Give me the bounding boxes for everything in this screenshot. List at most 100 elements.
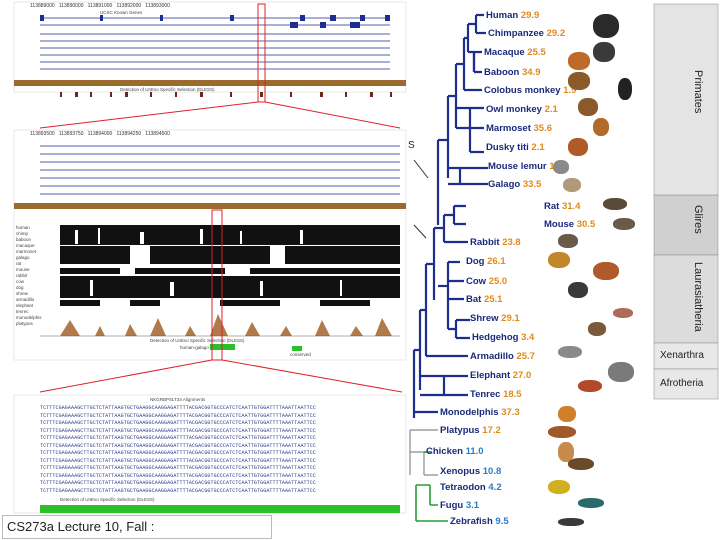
species-value: 18.5	[503, 389, 522, 400]
species-value: 30.5	[576, 219, 596, 230]
animal-illustration-icon	[563, 178, 581, 192]
sequence-alignment: TCTTTCGAGAAAGCTTGCTCTATTAAGTGCTGAAGGCAAG…	[40, 405, 406, 495]
animal-illustration-icon	[578, 98, 598, 116]
species-label-zebrafish: Zebrafish 9.5	[450, 516, 509, 527]
species-name: Rabbit	[470, 237, 500, 248]
browser-graphics	[13, 1, 407, 514]
animal-illustration-icon	[548, 480, 570, 494]
species-label-dusky-titi: Dusky titi 2.1	[486, 142, 545, 153]
species-label-owl-monkey: Owl monkey 2.1	[486, 104, 558, 115]
species-label-fugu: Fugu 3.1	[440, 500, 479, 511]
species-value: 34.9	[522, 67, 541, 78]
species-name: Bat	[466, 294, 482, 305]
species-value: 33.5	[522, 179, 542, 190]
species-label-chimpanzee: Chimpanzee 29.2	[488, 28, 565, 39]
species-label-dog: Dog 26.1	[466, 256, 506, 267]
species-value: 25.7	[516, 351, 535, 362]
browser-species-row: marmoset	[16, 249, 37, 254]
species-label-hedgehog: Hedgehog 3.4	[472, 332, 534, 343]
dless-label-mid: Detection of UnEvo Specific Selection (D…	[150, 338, 245, 343]
top-ruler: 113889000 113890000 113891000 113892000 …	[30, 3, 170, 9]
alignment-label: NKGRBPSLT34 Alignments	[150, 397, 206, 402]
species-value: 29.1	[501, 313, 520, 324]
species-name: Mouse lemur	[488, 161, 547, 172]
species-label-colobus-monkey: Colobus monkey 1.9	[484, 85, 576, 96]
animal-illustration-icon	[593, 14, 619, 38]
browser-species-row: galago	[16, 255, 30, 260]
animal-illustration-icon	[553, 160, 569, 174]
animal-illustration-icon	[558, 442, 574, 462]
species-value: 25.1	[483, 294, 503, 305]
human-galago-label: human-galago	[180, 345, 209, 350]
species-name: Monodelphis	[440, 407, 499, 418]
species-label-mouse-lemur: Mouse lemur 1.6	[488, 161, 562, 172]
clade-afrotheria: Afrotheria	[660, 378, 704, 389]
species-label-rabbit: Rabbit 23.8	[470, 237, 521, 248]
species-name: Dusky titi	[486, 142, 529, 153]
species-value: 35.6	[533, 123, 553, 134]
sequence-row: TCTTTCGAGAAAGCTTGCTCTATTAAGTGCTGAAGGCAAG…	[40, 442, 316, 449]
species-name: Chimpanzee	[488, 28, 544, 39]
species-value: 2.1	[531, 142, 545, 153]
species-label-chicken: Chicken 11.0	[426, 446, 484, 457]
browser-species-row: rabbit	[16, 273, 28, 278]
species-value: 27.0	[512, 370, 532, 381]
species-name: Elephant	[470, 370, 511, 381]
animal-illustration-icon	[603, 198, 627, 210]
species-name: Zebrafish	[450, 516, 493, 527]
browser-species-row: chimp	[16, 231, 29, 236]
species-name: Cow	[466, 276, 487, 287]
species-value: 31.4	[561, 201, 581, 212]
animal-illustration-icon	[578, 498, 604, 508]
species-name: Armadillo	[470, 351, 514, 362]
species-label-rat: Rat 31.4	[544, 201, 580, 212]
species-value: 3.1	[465, 500, 480, 511]
lecture-caption: CS273a Lecture 10, Fall :	[2, 515, 272, 539]
browser-species-row: tenrec	[16, 309, 29, 314]
species-name: Marmoset	[486, 123, 531, 134]
clade-glires: Glires	[692, 205, 704, 234]
animal-illustration-icon	[593, 42, 615, 62]
animal-illustration-icon	[558, 234, 578, 248]
sequence-row: TCTTTCGAGAAAGCTTGCTCTATTAAGTGCTGAAGGCAAG…	[40, 472, 316, 479]
browser-species-row: human	[16, 225, 30, 230]
species-value: 29.9	[520, 10, 540, 21]
browser-species-row: shrew	[16, 291, 29, 296]
genome-browser-panel: 113889000 113890000 113891000 113892000 …	[2, 1, 407, 539]
animal-illustration-icon	[593, 262, 619, 280]
conserved-label: conserved	[290, 352, 311, 357]
dless-label-top: Detection of UnEvo Specific Selection (D…	[120, 87, 215, 92]
browser-species-row: monodelphis	[16, 315, 42, 320]
clade-laurasiatheria: Laurasiatheria	[692, 262, 704, 332]
species-label-elephant: Elephant 27.0	[470, 370, 531, 381]
marker-s: S	[408, 140, 415, 151]
animal-illustration-icon	[613, 308, 633, 318]
species-name: Macaque	[484, 47, 525, 58]
species-name: Mouse	[544, 219, 575, 230]
species-label-xenopus: Xenopus 10.8	[440, 466, 501, 477]
animal-illustration-icon	[548, 426, 576, 438]
species-label-tetraodon: Tetraodon 4.2	[440, 482, 502, 493]
species-name: Tenrec	[470, 389, 501, 400]
species-name: Owl monkey	[486, 104, 542, 115]
browser-species-row: elephant	[16, 303, 34, 308]
sequence-row: TCTTTCGAGAAAGCTTGCTCTATTAAGTGCTGAAGGCAAG…	[40, 405, 316, 411]
gene-track-label: UCSC Known Genes	[100, 10, 143, 15]
tree-branches	[409, 3, 719, 522]
sequence-row: TCTTTCGAGAAAGCTTGCTCTATTAAGTGCTGAAGGCAAG…	[40, 487, 316, 494]
species-name: Tetraodon	[440, 482, 486, 493]
species-name: Galago	[488, 179, 521, 190]
sequence-row: TCTTTCGAGAAAGCTTGCTCTATTAAGTGCTGAAGGCAAG…	[40, 412, 316, 419]
animal-illustration-icon	[588, 322, 606, 336]
sequence-row: TCTTTCGAGAAAGCTTGCTCTATTAAGTGCTGAAGGCAAG…	[40, 420, 316, 426]
species-value: 29.2	[546, 28, 566, 39]
browser-species-row: armadillo	[16, 297, 35, 302]
species-name: Dog	[466, 256, 485, 267]
species-label-marmoset: Marmoset 35.6	[486, 123, 552, 134]
browser-species-row: platypus	[16, 321, 33, 326]
browser-species-row: dog	[16, 285, 24, 290]
species-name: Colobus monkey	[484, 85, 561, 96]
animal-illustration-icon	[568, 282, 588, 298]
